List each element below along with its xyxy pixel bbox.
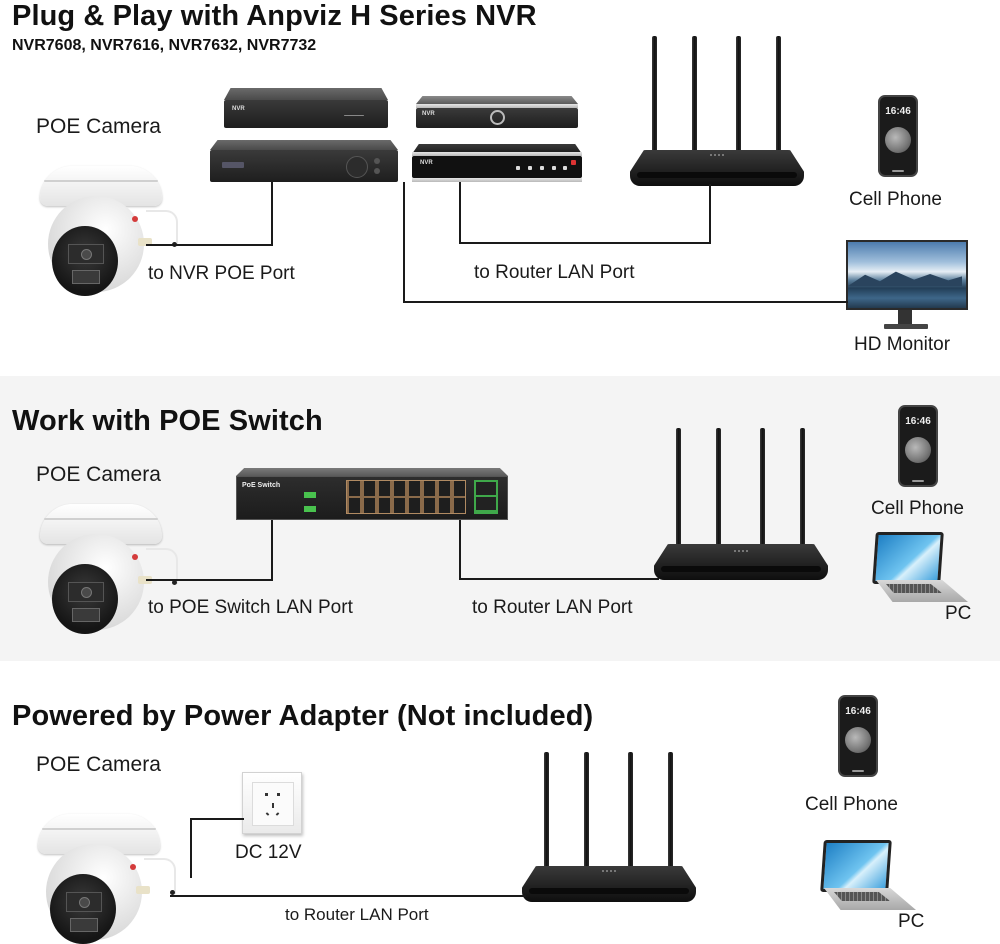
router-icon [654,428,828,580]
smartphone-icon: 16:46 [838,695,878,777]
laptop-icon [872,532,972,610]
nvr-device-icon [210,140,398,182]
nvr-device-icon: NVR [416,96,578,128]
wire-nvr-to-router [709,184,711,244]
wire-switch-to-router [459,578,659,580]
switch-name-label: PoE Switch [242,482,281,489]
wire-camera-to-router [170,895,526,897]
phone-clock: 16:46 [845,706,871,717]
nvr-device-icon: NVR [412,144,582,182]
poe-camera-icon [34,504,184,634]
section-title-nvr: Plug & Play with Anpviz H Series NVR [12,0,537,32]
wire-nvr-to-monitor [403,182,405,303]
phone-clock: 16:46 [905,416,931,427]
power-outlet-icon [242,772,302,834]
wire-camera-to-switch [271,520,273,581]
nvr-badge: NVR [232,106,245,112]
laptop-icon [820,840,920,918]
phone-clock: 16:46 [885,106,911,117]
power-label-dc12v: DC 12V [235,842,302,863]
device-label-hd-monitor: HD Monitor [854,334,951,355]
nvr-models-subtitle: NVR7608, NVR7616, NVR7632, NVR7732 [12,37,317,54]
wire-nvr-to-router [459,182,461,244]
router-icon [630,36,804,186]
wire-camera-to-switch [146,579,272,581]
device-label-cell-phone: Cell Phone [849,189,942,210]
wire-camera-to-nvr [271,182,273,246]
router-icon [522,752,696,902]
nvr-badge: NVR [422,111,435,117]
nvr-device-icon: NVR [224,88,388,128]
device-label-cell-phone: Cell Phone [871,498,964,519]
camera-label: POE Camera [36,463,161,486]
section-title-poe-switch: Work with POE Switch [12,405,323,437]
wire-nvr-to-router [459,242,711,244]
smartphone-icon: 16:46 [898,405,938,487]
smartphone-icon: 16:46 [878,95,918,177]
poe-camera-icon [34,166,184,296]
device-label-pc: PC [945,603,972,624]
poe-camera-icon [32,814,182,944]
device-label-pc: PC [898,911,925,932]
camera-label: POE Camera [36,753,161,776]
section-title-power-adapter: Powered by Power Adapter (Not included) [12,700,594,732]
wire-camera-to-outlet [190,818,192,878]
link-label-router-lan: to Router LAN Port [285,905,429,924]
wire-camera-to-outlet [190,818,244,820]
monitor-icon [846,240,968,332]
link-label-router-lan: to Router LAN Port [472,597,633,618]
wire-nvr-to-monitor [403,301,848,303]
wire-camera-to-nvr [146,244,272,246]
nvr-badge: NVR [420,160,433,166]
poe-switch-icon: PoE Switch [236,468,508,520]
link-label-switch-lan: to POE Switch LAN Port [148,597,353,618]
device-label-cell-phone: Cell Phone [805,794,898,815]
camera-label: POE Camera [36,115,161,138]
wire-switch-to-router [459,520,461,580]
link-label-nvr-poe: to NVR POE Port [148,263,295,284]
link-label-router-lan: to Router LAN Port [474,262,635,283]
